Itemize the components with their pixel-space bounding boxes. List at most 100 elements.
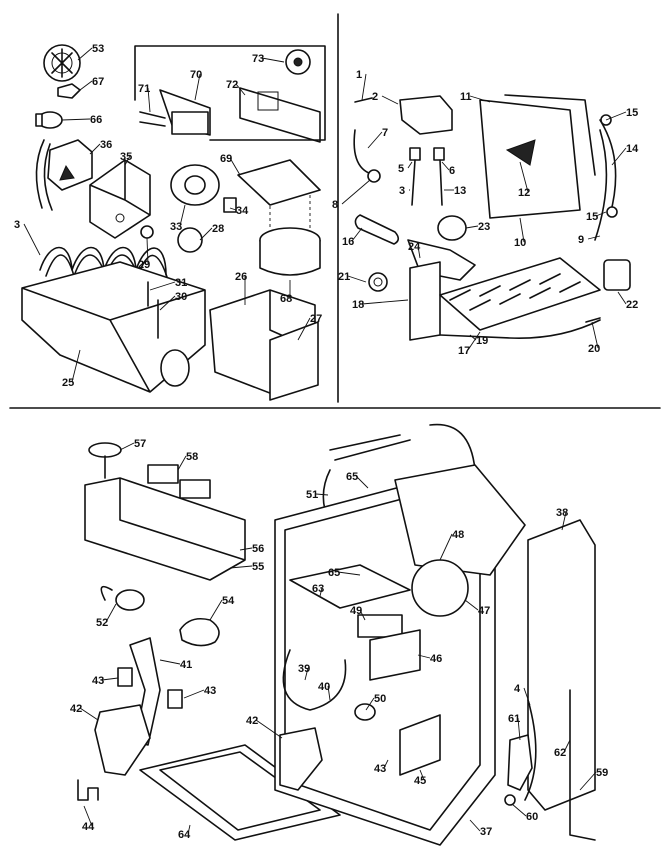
callout-73: 73 [252, 53, 264, 65]
part-23-spacer [437, 215, 467, 241]
part-17-ice-tray [439, 257, 601, 331]
callout-63: 63 [312, 583, 324, 595]
callout-35: 35 [120, 151, 132, 163]
part-29-clip [140, 225, 154, 239]
callout-leader-63 [319, 587, 323, 597]
part-44-clip [77, 779, 99, 801]
callout-54: 54 [222, 595, 235, 607]
callout-leader-21 [347, 275, 367, 283]
callout-leader-47 [464, 599, 479, 611]
callout-33: 33 [170, 221, 182, 233]
callout-leader-58 [177, 455, 187, 471]
callout-23: 23 [478, 221, 490, 233]
part-2-valve [399, 95, 453, 135]
callout-leader-49 [359, 609, 366, 621]
callout-leader-12 [519, 161, 529, 193]
callout-leader-33 [179, 204, 186, 227]
callout-leader-64 [187, 824, 191, 835]
callout-3: 3 [399, 185, 405, 197]
callout-leader-61 [517, 717, 521, 741]
callout-leader-62 [563, 739, 571, 753]
callout-leader-10 [519, 217, 525, 243]
part-38-panel [527, 519, 596, 811]
callout-leader-24 [417, 245, 421, 259]
callout-leader-69 [229, 157, 241, 176]
callout-7: 7 [382, 127, 388, 139]
callout-leader-57 [119, 442, 135, 451]
part-54-bulb [179, 617, 220, 647]
callout-leader-73 [261, 57, 285, 63]
callout-leader-70 [194, 73, 201, 101]
callout-72: 72 [226, 79, 238, 91]
callout-18: 18 [352, 299, 364, 311]
callout-40: 40 [318, 681, 330, 693]
part-64-grille [139, 744, 341, 841]
callout-leader-16 [351, 227, 363, 242]
callout-leader-4 [523, 687, 531, 706]
callout-53: 53 [92, 43, 104, 55]
callout-leader-11 [469, 95, 491, 103]
callout-leader-6 [441, 161, 450, 171]
callout-leader-3 [23, 223, 41, 256]
callout-19: 19 [476, 335, 488, 347]
callout-leader-42 [79, 707, 99, 721]
callout-59: 59 [596, 767, 608, 779]
callout-62: 62 [554, 747, 566, 759]
callout-39: 39 [298, 663, 310, 675]
callout-leader-43 [183, 689, 205, 699]
callout-61: 61 [508, 713, 520, 725]
part-35-shroud [89, 159, 151, 239]
callout-43: 43 [374, 763, 386, 775]
callout-leader-29 [146, 237, 149, 265]
callout-leader-50 [365, 697, 375, 711]
callout-leader-44 [83, 805, 93, 827]
callout-38: 38 [556, 507, 568, 519]
callout-26: 26 [235, 271, 247, 283]
part-57-switch [88, 442, 122, 479]
callout-leader-40 [327, 685, 331, 701]
callout-leader-7 [367, 131, 383, 149]
callout-24: 24 [408, 241, 421, 253]
callout-56: 56 [252, 543, 264, 555]
callout-11: 11 [460, 91, 472, 103]
part-53-knob [43, 44, 81, 82]
callout-14: 14 [626, 143, 639, 155]
part-22-bracket [603, 259, 631, 291]
callout-28: 28 [212, 223, 224, 235]
callout-16: 16 [342, 236, 354, 248]
callout-64: 64 [178, 829, 191, 841]
callout-leader-54 [209, 599, 223, 621]
callout-31: 31 [175, 277, 187, 289]
part-21-spring [368, 272, 388, 292]
callout-leader-14 [611, 147, 627, 166]
callout-leader-51 [315, 493, 329, 496]
callout-42: 42 [70, 703, 82, 715]
callout-leader-56 [239, 547, 253, 551]
part-68-motor [259, 195, 321, 276]
callout-43: 43 [204, 685, 216, 697]
callout-58: 58 [186, 451, 198, 463]
callout-leader-41 [159, 659, 181, 665]
callout-leader-34 [229, 207, 237, 211]
part-33-cam [170, 164, 220, 206]
part-28-gear [177, 227, 203, 253]
callout-66: 66 [90, 114, 102, 126]
part-10-panel [479, 94, 596, 219]
callout-leader-5 [407, 161, 413, 169]
callout-69: 69 [220, 153, 232, 165]
ice-maker-parts-group [21, 44, 326, 401]
callout-52: 52 [96, 617, 108, 629]
callout-leader-43 [383, 759, 389, 769]
callout-leader-38 [561, 511, 567, 531]
callout-22: 22 [626, 299, 638, 311]
callout-67: 67 [92, 76, 104, 88]
callout-15: 15 [626, 107, 638, 119]
callout-leader-27 [297, 317, 311, 341]
callout-leader-37 [469, 819, 481, 832]
lower-parts-group [77, 442, 341, 841]
callout-leader-39 [304, 667, 309, 681]
callout-leader-15 [605, 111, 627, 121]
